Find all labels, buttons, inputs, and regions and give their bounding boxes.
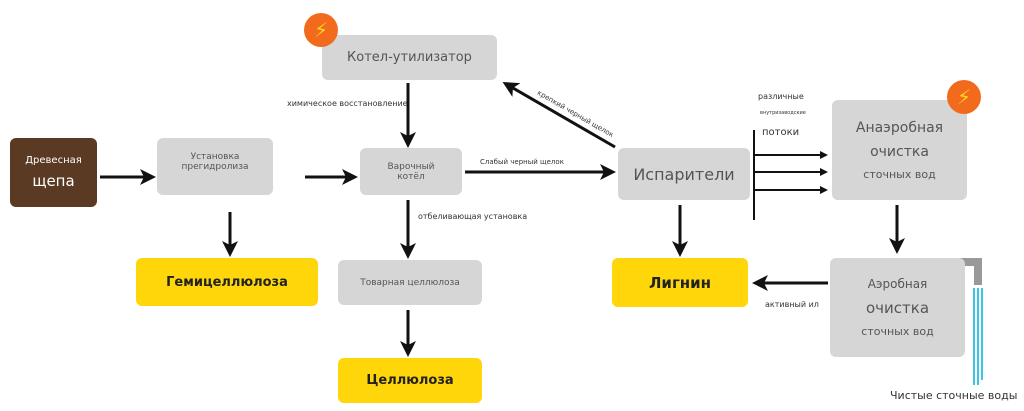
label: Аэробная <box>867 277 928 291</box>
label-chemical-recovery: химическое восстановление <box>287 99 408 108</box>
label: очистка <box>865 299 930 317</box>
label: котёл <box>397 171 425 182</box>
label: сточных вод <box>863 167 936 181</box>
label-activated-sludge: активный ил <box>765 300 819 309</box>
label-bleaching: отбеливающая установка <box>418 212 528 221</box>
label: щепа <box>32 172 75 190</box>
label: Анаэробная <box>855 119 944 136</box>
node-anaerobic: Анаэробная очистка сточных вод <box>832 100 967 200</box>
node-cellulose: Целлюлоза <box>338 358 482 403</box>
node-hemicellulose: Гемицеллюлоза <box>136 258 318 306</box>
label-clean-water: Чистые сточные воды <box>890 389 1018 402</box>
label-weak-liquor: Слабый черный щелок <box>480 158 564 166</box>
label: Варочный <box>387 161 435 172</box>
arrow-evaporators-boiler <box>502 81 616 149</box>
lightning-icon: ⚡ <box>947 80 981 114</box>
label: сточных вод <box>861 325 934 338</box>
label-various: различные <box>758 92 804 101</box>
label-streams: потоки <box>762 127 800 138</box>
label: Древесная <box>25 155 82 166</box>
node-lignin: Лигнин <box>612 258 748 307</box>
node-wood-chips: Древесная щепа <box>10 138 97 207</box>
node-prehydrolysis: Установка прегидролиза <box>157 138 273 195</box>
node-evaporators: Испарители <box>618 148 750 200</box>
node-aerobic: Аэробная очистка сточных вод <box>830 258 965 357</box>
pipe-icon <box>960 258 983 385</box>
label-internal: внутризаводские <box>760 110 806 116</box>
node-market-pulp: Товарная целлюлоза <box>338 260 482 305</box>
lightning-icon: ⚡ <box>304 13 338 47</box>
label: очистка <box>870 143 929 160</box>
node-recovery-boiler: Котел-утилизатор <box>322 35 497 80</box>
